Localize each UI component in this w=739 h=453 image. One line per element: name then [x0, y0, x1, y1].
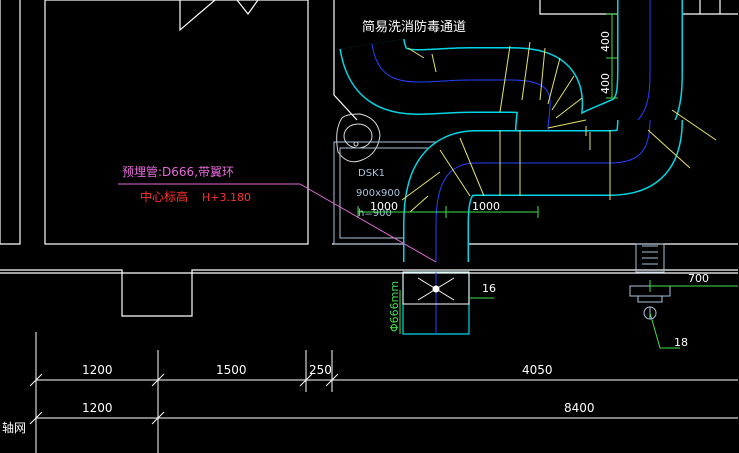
pipe-spec-leader: [118, 183, 437, 263]
dim-row2-2: 8400: [564, 401, 595, 415]
pipe-diameter-text: Φ666mm: [388, 281, 401, 332]
dim-400-top-text: 400: [599, 31, 612, 52]
riser-pipe: [629, 243, 671, 320]
equip-code-text: DSK1: [358, 168, 385, 179]
dimension-lines-green: [357, 13, 738, 349]
dim-row1-1: 1200: [82, 363, 113, 377]
dim-700-text: 700: [688, 272, 709, 285]
dim-row1-2: 1500: [216, 363, 247, 377]
dim-row1-4: 4050: [522, 363, 553, 377]
dim-row1-3: 250: [309, 363, 332, 377]
dim-row2-1: 1200: [82, 401, 113, 415]
sink-fixture: [336, 113, 381, 163]
equip-size-text: 900x900: [356, 188, 400, 199]
tag-18-text: 18: [674, 336, 688, 349]
dim-1000-left-text: 1000: [370, 200, 398, 213]
pipe-spec-text: 预埋管:D666,带翼环: [122, 164, 234, 179]
center-elevation-label: 中心标高: [140, 189, 188, 204]
axis-label: 轴网: [2, 420, 26, 435]
dim-400-bottom-text: 400: [599, 73, 612, 94]
diffuser-symbol: [402, 271, 470, 305]
dim-1000-right-text: 1000: [472, 200, 500, 213]
channel-title-text: 简易洗消防毒通道: [362, 19, 466, 35]
axis-dimension-lines: [29, 332, 738, 453]
duct-gore-lines: [401, 41, 717, 213]
equip-height-text: h=900: [358, 208, 392, 219]
tag-16-text: 16: [482, 282, 496, 295]
ductwork: [339, 0, 683, 335]
center-elevation-value: H+3.180: [202, 191, 251, 204]
